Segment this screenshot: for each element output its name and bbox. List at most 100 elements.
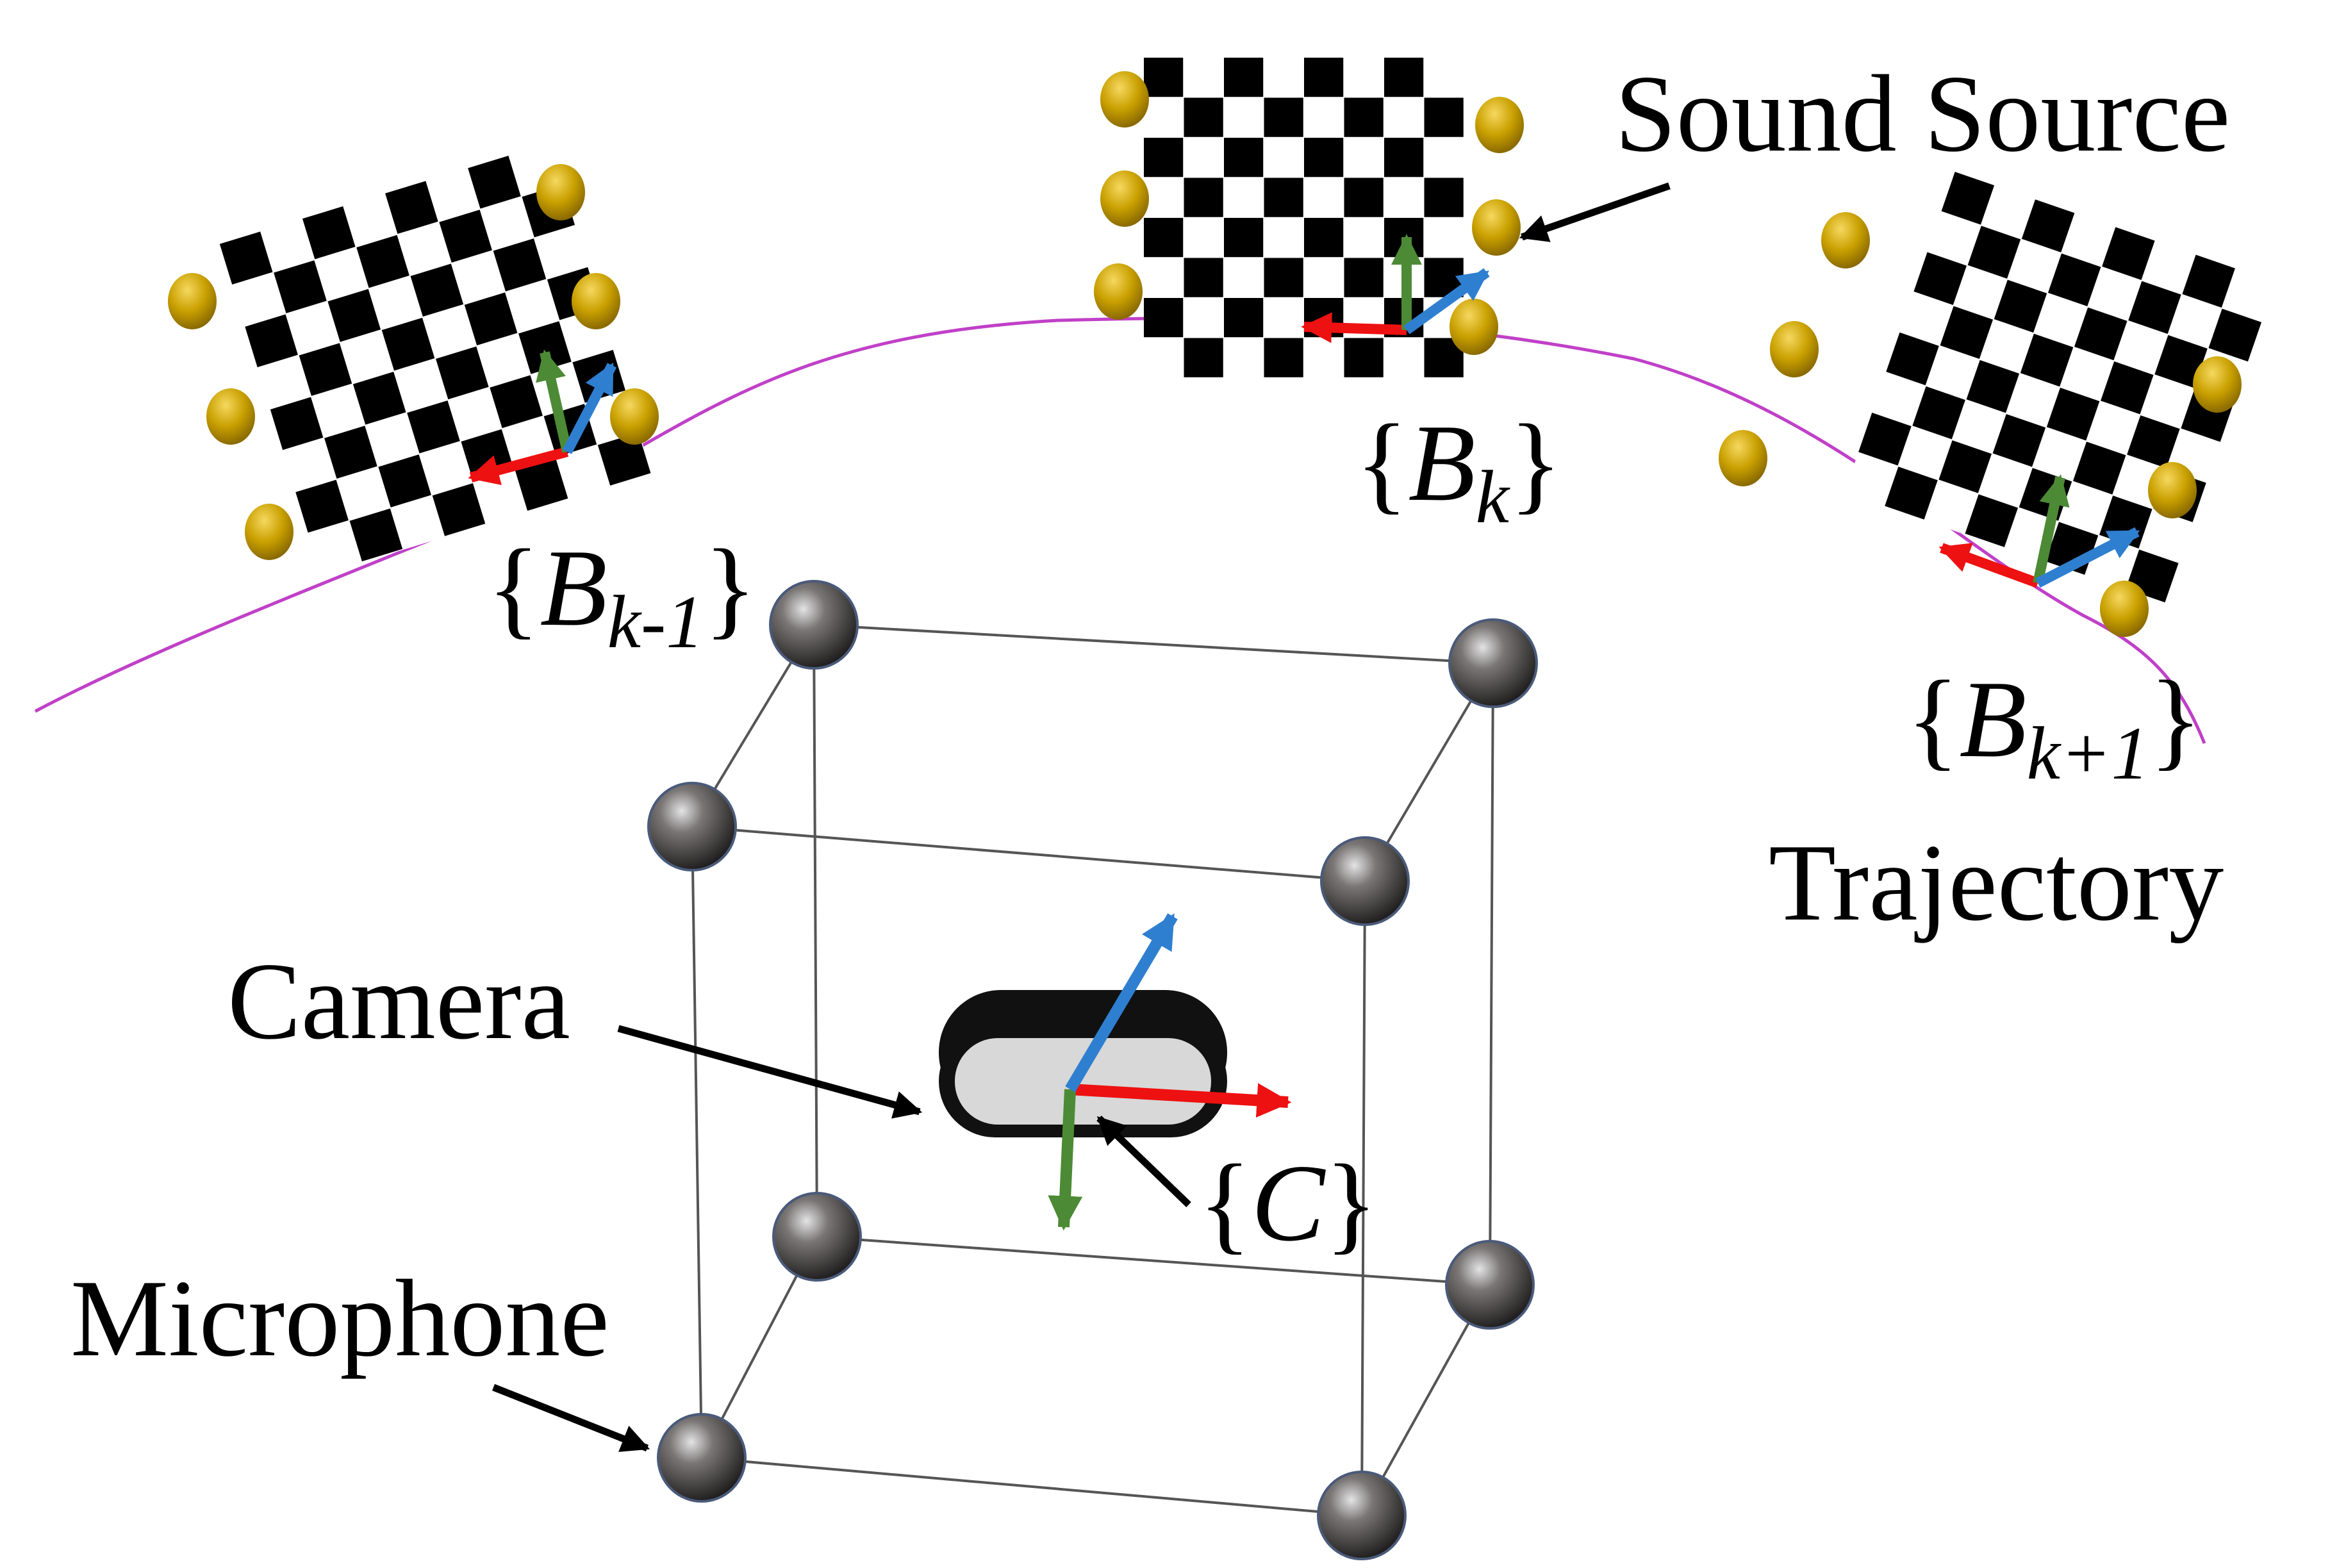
checker-square (1967, 226, 2021, 279)
board-prev (168, 142, 659, 575)
checker-square (2154, 334, 2208, 388)
sound-source-dot (2100, 581, 2149, 637)
checker-square (1224, 298, 1264, 338)
microphone-sphere (1445, 1240, 1535, 1330)
sound-source-pointer (1519, 182, 1671, 242)
checker-square (302, 206, 356, 260)
checker-square (1264, 338, 1303, 377)
checker-square (2021, 199, 2075, 252)
checker-square (1144, 138, 1184, 177)
sound-source-dot (572, 273, 620, 329)
sound-source-dot (2148, 462, 2197, 518)
sound-source-dot (206, 388, 255, 445)
x-axis-arrow (468, 447, 569, 486)
checker-square (1994, 279, 2047, 333)
checker-square (1184, 177, 1223, 217)
sound-source-dot (2193, 356, 2242, 413)
checker-square (2020, 333, 2074, 387)
checker-square (597, 433, 651, 486)
microphone-sphere (647, 782, 737, 871)
camera-label: Camera (227, 941, 570, 1062)
y-axis-arrow (2033, 474, 2070, 584)
frame-label-c: {C} (1198, 1143, 1378, 1264)
checker-square (1912, 386, 1965, 440)
camera-pointer (617, 1025, 923, 1119)
checker-square (1344, 177, 1384, 217)
checker-square (381, 317, 435, 371)
board-axes-current (1301, 234, 1490, 343)
checker-square (2208, 308, 2262, 362)
sound-source-dot (1472, 199, 1521, 256)
board-next (1719, 172, 2276, 637)
checker-square (1344, 97, 1384, 137)
checker-square (490, 375, 543, 429)
microphone-sphere (769, 580, 859, 670)
checker-square (432, 483, 486, 536)
camera-frame-pointer (1096, 1116, 1191, 1207)
x-axis-arrow (1301, 312, 1407, 343)
x-axis-arrow (1070, 1083, 1292, 1118)
board-axes-next (1938, 474, 2140, 588)
checker-square (1966, 359, 2020, 413)
checker-square (385, 181, 438, 235)
y-axis-arrow (536, 349, 572, 453)
checker-square (327, 289, 381, 342)
checker-square (435, 346, 489, 400)
camera-axes (1048, 913, 1292, 1231)
checker-square (468, 155, 521, 209)
sound-source-dot (1475, 97, 1524, 153)
sound-source-dot (1821, 212, 1870, 268)
checker-square (1913, 252, 1967, 305)
microphones (647, 580, 1538, 1560)
checker-square (295, 479, 349, 533)
checker-square (407, 400, 460, 454)
checker-square (1224, 138, 1264, 177)
microphone-sphere (1448, 618, 1538, 708)
checker-square (349, 508, 403, 562)
checker-square (2102, 227, 2155, 280)
sound-source-dot (610, 388, 659, 445)
frame-label-b-k-plus-1: {Bk+1} (1906, 659, 2202, 795)
checker-square (219, 231, 273, 285)
microphone-sphere (772, 1192, 862, 1282)
checker-square (352, 372, 406, 425)
checker-square (1184, 97, 1223, 137)
checker-square (1885, 466, 1938, 520)
checker-square (1144, 298, 1184, 338)
checker-square (2128, 281, 2181, 334)
checker-square (299, 343, 352, 396)
sound-source-dot (536, 164, 585, 220)
sound-source-dot (245, 504, 293, 560)
microphone-sphere (657, 1413, 747, 1503)
checker-square (1940, 306, 1994, 359)
checker-square (1144, 218, 1184, 258)
board-axes-prev (468, 349, 617, 486)
z-axis-arrow (562, 362, 617, 454)
sound-source-dot (1094, 263, 1143, 320)
checker-square (1941, 172, 1995, 225)
pointer-arrows (492, 182, 1671, 1452)
checker-square (439, 210, 492, 263)
sound-source-dot (1770, 321, 1819, 377)
checker-square (245, 314, 298, 368)
checker-square (2072, 442, 2126, 495)
checker-square (493, 238, 547, 292)
sound-source-dot (168, 273, 217, 329)
checker-square (1264, 177, 1303, 217)
checker-square (324, 425, 377, 479)
z-axis-arrow (1403, 268, 1490, 334)
checker-square (1224, 58, 1264, 97)
checker-square (2127, 415, 2180, 468)
checker-square (410, 263, 464, 317)
checker-square (1344, 338, 1384, 377)
checker-square (464, 292, 518, 345)
microphone-sphere (1320, 836, 1410, 926)
z-axis-arrow (1065, 913, 1178, 1093)
checker-square (378, 454, 431, 508)
checker-square (274, 260, 327, 313)
camera-device (939, 990, 1227, 1137)
checker-square (1344, 258, 1384, 297)
checker-square (1184, 338, 1223, 377)
sound-source-dot (1100, 170, 1149, 227)
sound-source-dot (1100, 71, 1149, 128)
